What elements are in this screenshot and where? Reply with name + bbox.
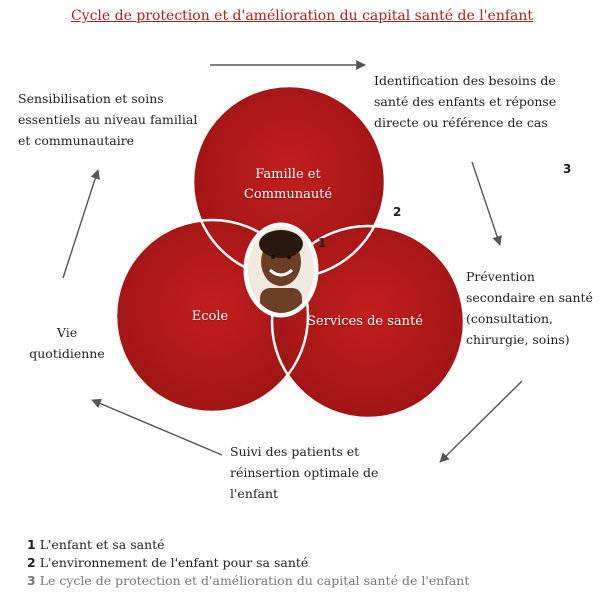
label-identification: Identification des besoins de santé des … bbox=[374, 73, 557, 130]
legend-num: 2 bbox=[27, 555, 36, 570]
marker-2: 2 bbox=[393, 205, 402, 219]
legend-item-3: 3 Le cycle de protection et d'améliorati… bbox=[27, 572, 587, 590]
arrow-bottom-right bbox=[439, 380, 523, 463]
label-famille: Famille et Communauté bbox=[243, 167, 333, 202]
marker-3: 3 bbox=[563, 162, 572, 176]
label-vie: Vie quotidienne bbox=[29, 325, 105, 361]
arrow-left bbox=[62, 169, 100, 279]
child-photo bbox=[243, 222, 319, 318]
marker-1: 1 bbox=[318, 236, 327, 250]
legend-item-1: 1 L'enfant et sa santé bbox=[27, 536, 587, 554]
legend: 1 L'enfant et sa santé 2 L'environnement… bbox=[27, 536, 587, 590]
legend-item-2: 2 L'environnement de l'enfant pour sa sa… bbox=[27, 554, 587, 572]
label-services: Services de santé bbox=[307, 314, 423, 329]
legend-num: 3 bbox=[27, 573, 36, 588]
arrow-bottom-left bbox=[91, 398, 223, 456]
label-prevention: Prévention secondaire en santé (consulta… bbox=[466, 269, 593, 347]
legend-num: 1 bbox=[27, 537, 36, 552]
legend-text: Le cycle de protection et d'amélioration… bbox=[39, 573, 470, 588]
label-sensibilisation: Sensibilisation et soins essentiels au n… bbox=[18, 91, 198, 148]
label-suivi: Suivi des patients et réinsertion optima… bbox=[230, 444, 379, 501]
legend-text: L'enfant et sa santé bbox=[39, 537, 165, 552]
legend-text: L'environnement de l'enfant pour sa sant… bbox=[39, 555, 309, 570]
label-ecole: Ecole bbox=[191, 309, 229, 324]
diagram-title: Cycle de protection et d'amélioration du… bbox=[70, 8, 534, 24]
arrow-right bbox=[471, 161, 502, 246]
